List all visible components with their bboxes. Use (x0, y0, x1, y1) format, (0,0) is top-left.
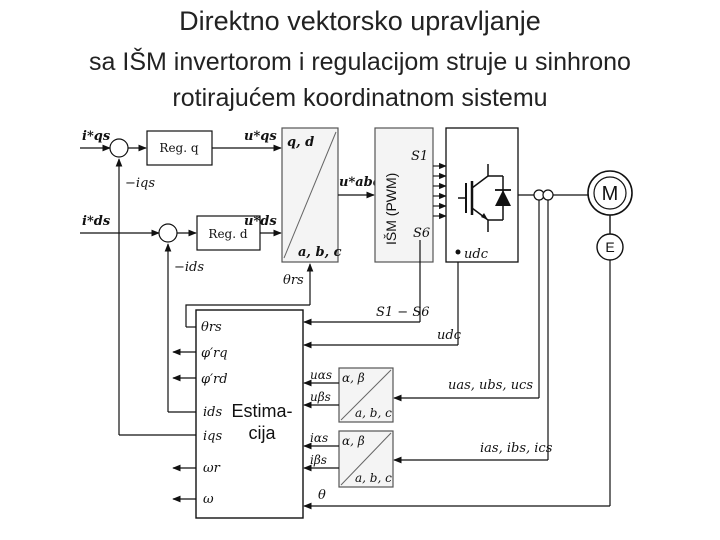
dq-abc-diagonal (283, 131, 337, 259)
switch-state-label: S1 − S6 (376, 305, 430, 320)
q-summing-junction (109, 138, 129, 158)
diode-icon (495, 190, 511, 206)
theta-rs-label: θrs (283, 273, 304, 288)
current-abc-alphabeta-transform: α, β a, b, c iαs iβs (303, 430, 394, 488)
i-beta-label: iβs (310, 453, 327, 467)
neg-ids-label: −ids (174, 260, 204, 275)
udc-label: udc (464, 247, 489, 262)
reg-q-label: Reg. q (159, 141, 198, 155)
udc-node (455, 249, 461, 255)
inverter-block (445, 127, 519, 263)
estimator-inputs: S1 − S6 udc (303, 305, 462, 349)
current-transform-top: α, β (342, 434, 365, 448)
current-transform-diagonal (340, 432, 392, 486)
reg-q-block (146, 130, 213, 166)
pwm-modulator: IŠM (PWM) S1 S6 (374, 127, 447, 322)
i-alpha-label: iαs (310, 431, 328, 445)
neg-iqs-label: −iqs (125, 176, 155, 191)
reg-d-label: Reg. d (208, 227, 247, 241)
voltage-transform-top: α, β (342, 371, 365, 385)
udc-input-label: udc (437, 328, 462, 343)
voltage-transform-diagonal (340, 369, 392, 421)
ids-ref-label: i*ds (82, 214, 111, 229)
estimator-label-2: cija (248, 423, 276, 443)
dq-abc-bottom-label: a, b, c (298, 245, 342, 260)
u-beta-label: uβs (310, 390, 331, 404)
u-alpha-label: uαs (310, 368, 332, 382)
slide-subtitle-line-1: sa IŠM invertorom i regulacijom struje u… (89, 48, 631, 76)
motor-label: M (602, 183, 619, 205)
phi-rd-label: φ′rd (201, 372, 228, 387)
voltage-transform-bottom: a, b, c (355, 406, 392, 420)
dq-to-abc-transform: q, d a, b, c θrs u*abcs (281, 127, 389, 305)
d-axis-loop: i*ds Reg. d u*ds −ids (80, 214, 282, 412)
motor-side: M E uas, ubs, ucs ias, ibs, ics θ (303, 170, 633, 510)
current-sensor-icon (542, 189, 554, 201)
reg-d-block (196, 215, 261, 251)
est-theta-rs-label: θrs (201, 320, 222, 335)
iqs-ref-label: i*qs (82, 129, 111, 144)
s6-label: S6 (413, 226, 430, 241)
pwm-block (374, 127, 434, 263)
phi-rq-label: φ′rq (201, 346, 228, 361)
current-transform-bottom: a, b, c (355, 471, 392, 485)
s1-label: S1 (411, 149, 428, 164)
uqs-ref-label: u*qs (244, 129, 277, 144)
estimator: Estima- cija θrs φ′rq φ′rd ids iqs ωr ω (119, 304, 310, 519)
slide-title: Direktno vektorsko upravljanje (179, 6, 541, 36)
inverter: udc (445, 127, 519, 345)
q-axis-loop: i*qs Reg. q u*qs −iqs (80, 129, 282, 435)
encoder-label: E (605, 239, 614, 255)
dq-abc-top-label: q, d (287, 135, 314, 150)
ids-est-label: ids (203, 405, 222, 420)
omega-r-label: ωr (203, 461, 221, 476)
iqs-est-label: iqs (203, 429, 222, 444)
motor-inner-circle (593, 176, 627, 210)
estimator-block (195, 309, 304, 519)
theta-rs-route (185, 304, 310, 327)
uabc-meas-label: uas, ubs, ucs (448, 378, 533, 393)
slide-subtitle-line-2: rotirajućem koordinatnom sistemu (172, 84, 548, 112)
d-summing-junction (158, 223, 178, 243)
igbt-emitter-arrow (481, 213, 488, 220)
uds-ref-label: u*ds (244, 214, 277, 229)
iabc-meas-label: ias, ibs, ics (480, 441, 553, 456)
voltage-abc-alphabeta-transform: α, β a, b, c uαs uβs (303, 367, 394, 423)
theta-label: θ (318, 488, 326, 503)
pwm-label: IŠM (PWM) (383, 173, 399, 245)
omega-label: ω (203, 492, 214, 507)
estimator-label-1: Estima- (231, 401, 292, 421)
